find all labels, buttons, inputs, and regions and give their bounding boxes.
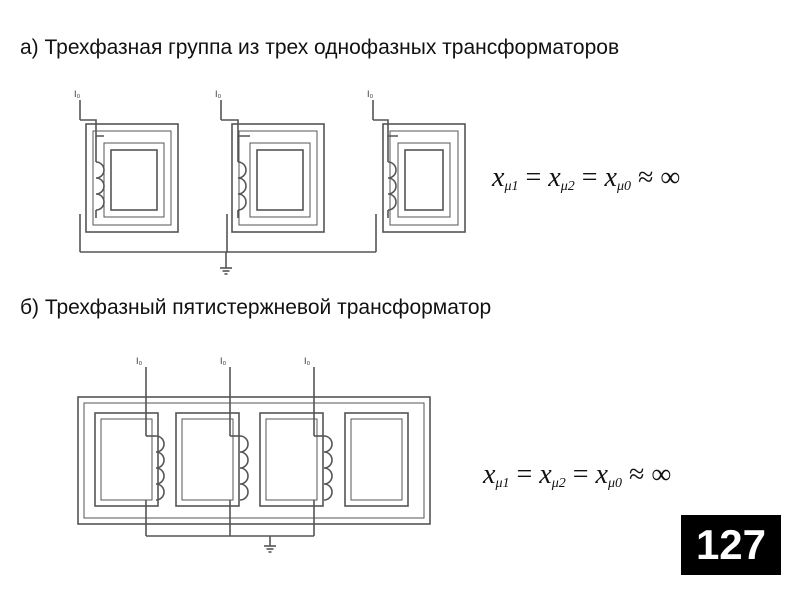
formula-sub: μ0 [607,476,622,491]
transformer-2 [220,100,325,233]
formula-eq: = [516,459,533,490]
heading-five-limb-transformer: б) Трехфазный пятистержневой трансформат… [20,296,492,319]
formula-sub: μ1 [504,179,519,194]
current-label-b3: I₀ [304,356,311,366]
transformer-1 [79,100,179,233]
ground-symbol-b [264,545,276,553]
formula-var: x [548,162,561,193]
page-number-badge: 127 [681,515,781,575]
core-outline [77,396,431,525]
formula-infinity: ∞ [651,459,672,490]
formula-infinity: ∞ [660,162,681,193]
formula-approx: ≈ [638,162,654,193]
formula-eq: = [525,162,542,193]
formula-sub: μ2 [551,476,566,491]
ground-symbol-a [220,267,232,275]
formula-three-phase-group: xμ1 = xμ2 = xμ0 ≈ ∞ [492,162,680,194]
formula-sub: μ2 [560,179,575,194]
neutral-bus-b [145,500,315,546]
formula-five-limb: xμ1 = xμ2 = xμ0 ≈ ∞ [483,459,671,491]
formula-var: x [483,459,496,490]
windings-b [145,367,333,501]
neutral-bus-a [79,214,377,268]
formula-sub: μ0 [616,179,631,194]
heading-three-phase-group: а) Трехфазная группа из трех однофазных … [20,36,620,59]
current-label-a3: I₀ [367,89,374,99]
formula-var: x [539,459,552,490]
formula-var: x [604,162,617,193]
formula-sub: μ1 [495,476,510,491]
core-windows [94,412,409,507]
formula-approx: ≈ [629,459,645,490]
formula-eq: = [572,459,589,490]
current-label-b1: I₀ [136,356,143,366]
formula-eq: = [581,162,598,193]
formula-var: x [492,162,505,193]
current-label-b2: I₀ [220,356,227,366]
transformer-3 [372,100,466,233]
formula-var: x [595,459,608,490]
current-label-a1: I₀ [74,89,81,99]
current-label-a2: I₀ [215,89,222,99]
